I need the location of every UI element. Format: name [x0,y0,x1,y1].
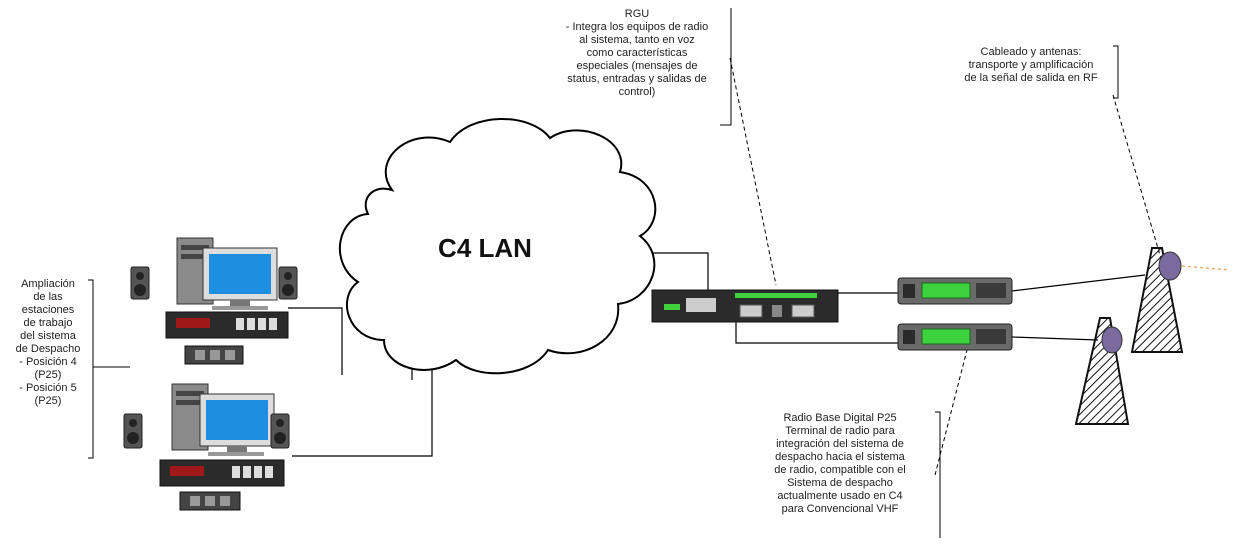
speaker-icon [270,413,290,449]
workstation-icon [171,383,275,456]
antenna-tower-icon [1074,317,1130,425]
link-lan-rgu [638,252,709,290]
antenna-tower-icon [1130,247,1231,353]
cloud-icon [339,118,657,375]
note-radio-base: Radio Base Digital P25 Terminal de radio… [774,412,906,515]
link-ws2-lan [292,360,433,457]
note-workstation-expansion: Ampliación de las estaciones de trabajo … [15,278,81,407]
speaker-icon [130,266,150,300]
monitor-screen [209,254,271,294]
link-radio1-tower [1011,274,1146,292]
note-brackets [88,8,1119,538]
keyboard-icon [179,491,241,511]
workstation-icon [176,237,278,310]
radio-base-icon [897,277,1013,305]
note-rgu: RGU - Integra los equipos de radio al si… [565,8,709,98]
speaker-icon [123,413,143,449]
link-rgu-radio2 [735,322,900,344]
console-icon [165,311,289,339]
link-radio2-tower [1011,336,1099,341]
keyboard-icon [184,345,244,365]
lan-cloud-label: C4 LAN [438,233,532,263]
radio-base-icon [897,323,1013,351]
lan-cloud [339,118,657,375]
console-icon [159,459,285,487]
rgu-icon [651,289,839,323]
link-ws1-lan [288,307,343,375]
connectors [288,252,1146,457]
monitor-screen [206,400,268,440]
workstation-1 [130,237,298,365]
leader-rgu [729,57,777,286]
speaker-icon [278,266,298,300]
note-cabling-antennas: Cableado y antenas: transporte y amplifi… [964,46,1098,84]
leader-cabling [1112,94,1163,263]
workstation-2 [123,383,290,511]
